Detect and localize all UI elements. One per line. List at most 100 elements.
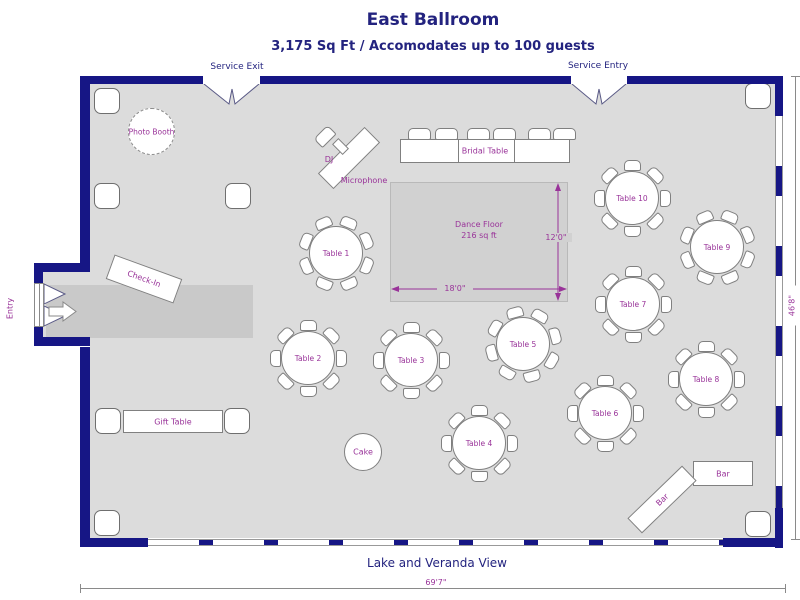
chair[interactable]	[697, 340, 715, 352]
round-table[interactable]: Table 7	[594, 265, 672, 343]
dance-floor[interactable]	[390, 182, 568, 302]
chair[interactable]	[697, 406, 715, 418]
service-exit-door-swing-icon[interactable]	[203, 84, 260, 108]
round-table[interactable]: Table 4	[440, 404, 518, 482]
table-label: Table 4	[465, 439, 493, 448]
room-width-dim: 69'7"	[403, 578, 469, 587]
planter[interactable]	[94, 88, 120, 114]
table-label: Table 3	[397, 356, 425, 365]
bar-counter[interactable]: Bar	[693, 461, 753, 486]
chair[interactable]	[402, 321, 420, 333]
table-label: Table 5	[509, 340, 537, 349]
chair[interactable]	[624, 265, 642, 277]
page-subtitle: 3,175 Sq Ft / Accomodates up to 100 gues…	[271, 39, 595, 54]
round-table[interactable]: Table 2	[269, 319, 347, 397]
entry-alcove-jamb-bottom	[34, 326, 43, 338]
page-title: East Ballroom	[366, 10, 500, 30]
wall-right-upper	[775, 76, 783, 116]
table-label: Table 8	[692, 375, 720, 384]
round-table[interactable]: Table 1	[297, 214, 375, 292]
dj-label: DJ	[324, 155, 334, 164]
table-top	[690, 220, 744, 274]
dance-floor-dimension-arrows	[391, 183, 567, 301]
table-label: Table 10	[616, 194, 648, 203]
room-height-dim: 46'8"	[787, 285, 797, 326]
entry-alcove-jamb-top	[34, 271, 43, 283]
chair[interactable]	[624, 331, 642, 343]
chair[interactable]	[623, 225, 641, 237]
bridal-table-label: Bridal Table	[461, 146, 509, 156]
chair[interactable]	[299, 385, 317, 397]
entry-label: Entry	[5, 297, 15, 320]
table-top	[452, 416, 506, 470]
dim-tick	[80, 584, 81, 593]
table-top	[605, 171, 659, 225]
cake-label: Cake	[353, 447, 373, 457]
table-label: Table 1	[322, 249, 350, 258]
dance-floor-width-dim: 18'0"	[437, 284, 473, 293]
wall-top	[80, 76, 783, 84]
photo-booth-label: Photo Booth	[128, 127, 175, 136]
service-entry-opening	[571, 76, 627, 84]
table-top	[309, 226, 363, 280]
round-table[interactable]: Table 6	[566, 374, 644, 452]
planter[interactable]	[745, 511, 771, 537]
chair[interactable]	[623, 159, 641, 171]
chair[interactable]	[470, 470, 488, 482]
dance-floor-height-dim: 12'0"	[540, 233, 572, 242]
bar-label: Bar	[716, 469, 730, 478]
table-top	[606, 277, 660, 331]
chair[interactable]	[470, 404, 488, 416]
service-entry-label: Service Entry	[567, 61, 629, 71]
dance-floor-label: Dance Floor 216 sq ft	[455, 220, 503, 240]
planter[interactable]	[224, 408, 250, 434]
microphone-label: Microphone	[340, 176, 388, 185]
table-top	[578, 386, 632, 440]
gift-table-label: Gift Table	[154, 417, 192, 426]
round-table[interactable]: Table 5	[483, 304, 563, 384]
photo-booth[interactable]: Photo Booth	[128, 108, 175, 155]
planter[interactable]	[94, 510, 120, 536]
table-top	[496, 317, 550, 371]
planter[interactable]	[94, 183, 120, 209]
table-top	[679, 352, 733, 406]
round-table[interactable]: Table 8	[667, 340, 745, 418]
wall-right-lower	[775, 508, 783, 548]
dim-tick	[791, 539, 800, 540]
wall-bottom-left-corner	[80, 538, 148, 547]
service-exit-label: Service Exit	[210, 62, 264, 72]
cake-table[interactable]: Cake	[344, 433, 382, 471]
width-dimension-line	[80, 588, 786, 589]
table-top	[384, 333, 438, 387]
entry-double-door[interactable]	[34, 283, 44, 327]
service-exit-opening	[203, 76, 260, 84]
round-table[interactable]: Table 3	[372, 321, 450, 399]
chair[interactable]	[596, 374, 614, 386]
planter[interactable]	[95, 408, 121, 434]
table-label: Table 2	[294, 354, 322, 363]
window-wall-bottom	[148, 539, 723, 546]
wall-bottom-right-corner	[723, 538, 783, 547]
entry-direction-arrow-icon	[48, 301, 77, 322]
gift-table[interactable]: Gift Table	[123, 410, 223, 433]
chair[interactable]	[402, 387, 420, 399]
entry-alcove-wall-bottom	[34, 337, 90, 346]
dim-tick	[791, 76, 800, 77]
table-label: Table 7	[619, 300, 647, 309]
table-label: Table 9	[703, 243, 731, 252]
view-label: Lake and Veranda View	[367, 556, 507, 570]
planter[interactable]	[225, 183, 251, 209]
chair[interactable]	[299, 319, 317, 331]
bridal-table[interactable]: Bridal Table	[400, 139, 570, 163]
round-table[interactable]: Table 9	[678, 208, 756, 286]
wall-left-upper	[80, 76, 90, 263]
table-label: Table 6	[591, 409, 619, 418]
round-table[interactable]: Table 10	[593, 159, 671, 237]
chair[interactable]	[596, 440, 614, 452]
planter[interactable]	[745, 83, 771, 109]
wall-left-lower	[80, 347, 90, 538]
window-wall-right	[775, 116, 783, 508]
dim-tick	[785, 584, 786, 593]
service-entry-door-swing-icon[interactable]	[571, 84, 627, 108]
